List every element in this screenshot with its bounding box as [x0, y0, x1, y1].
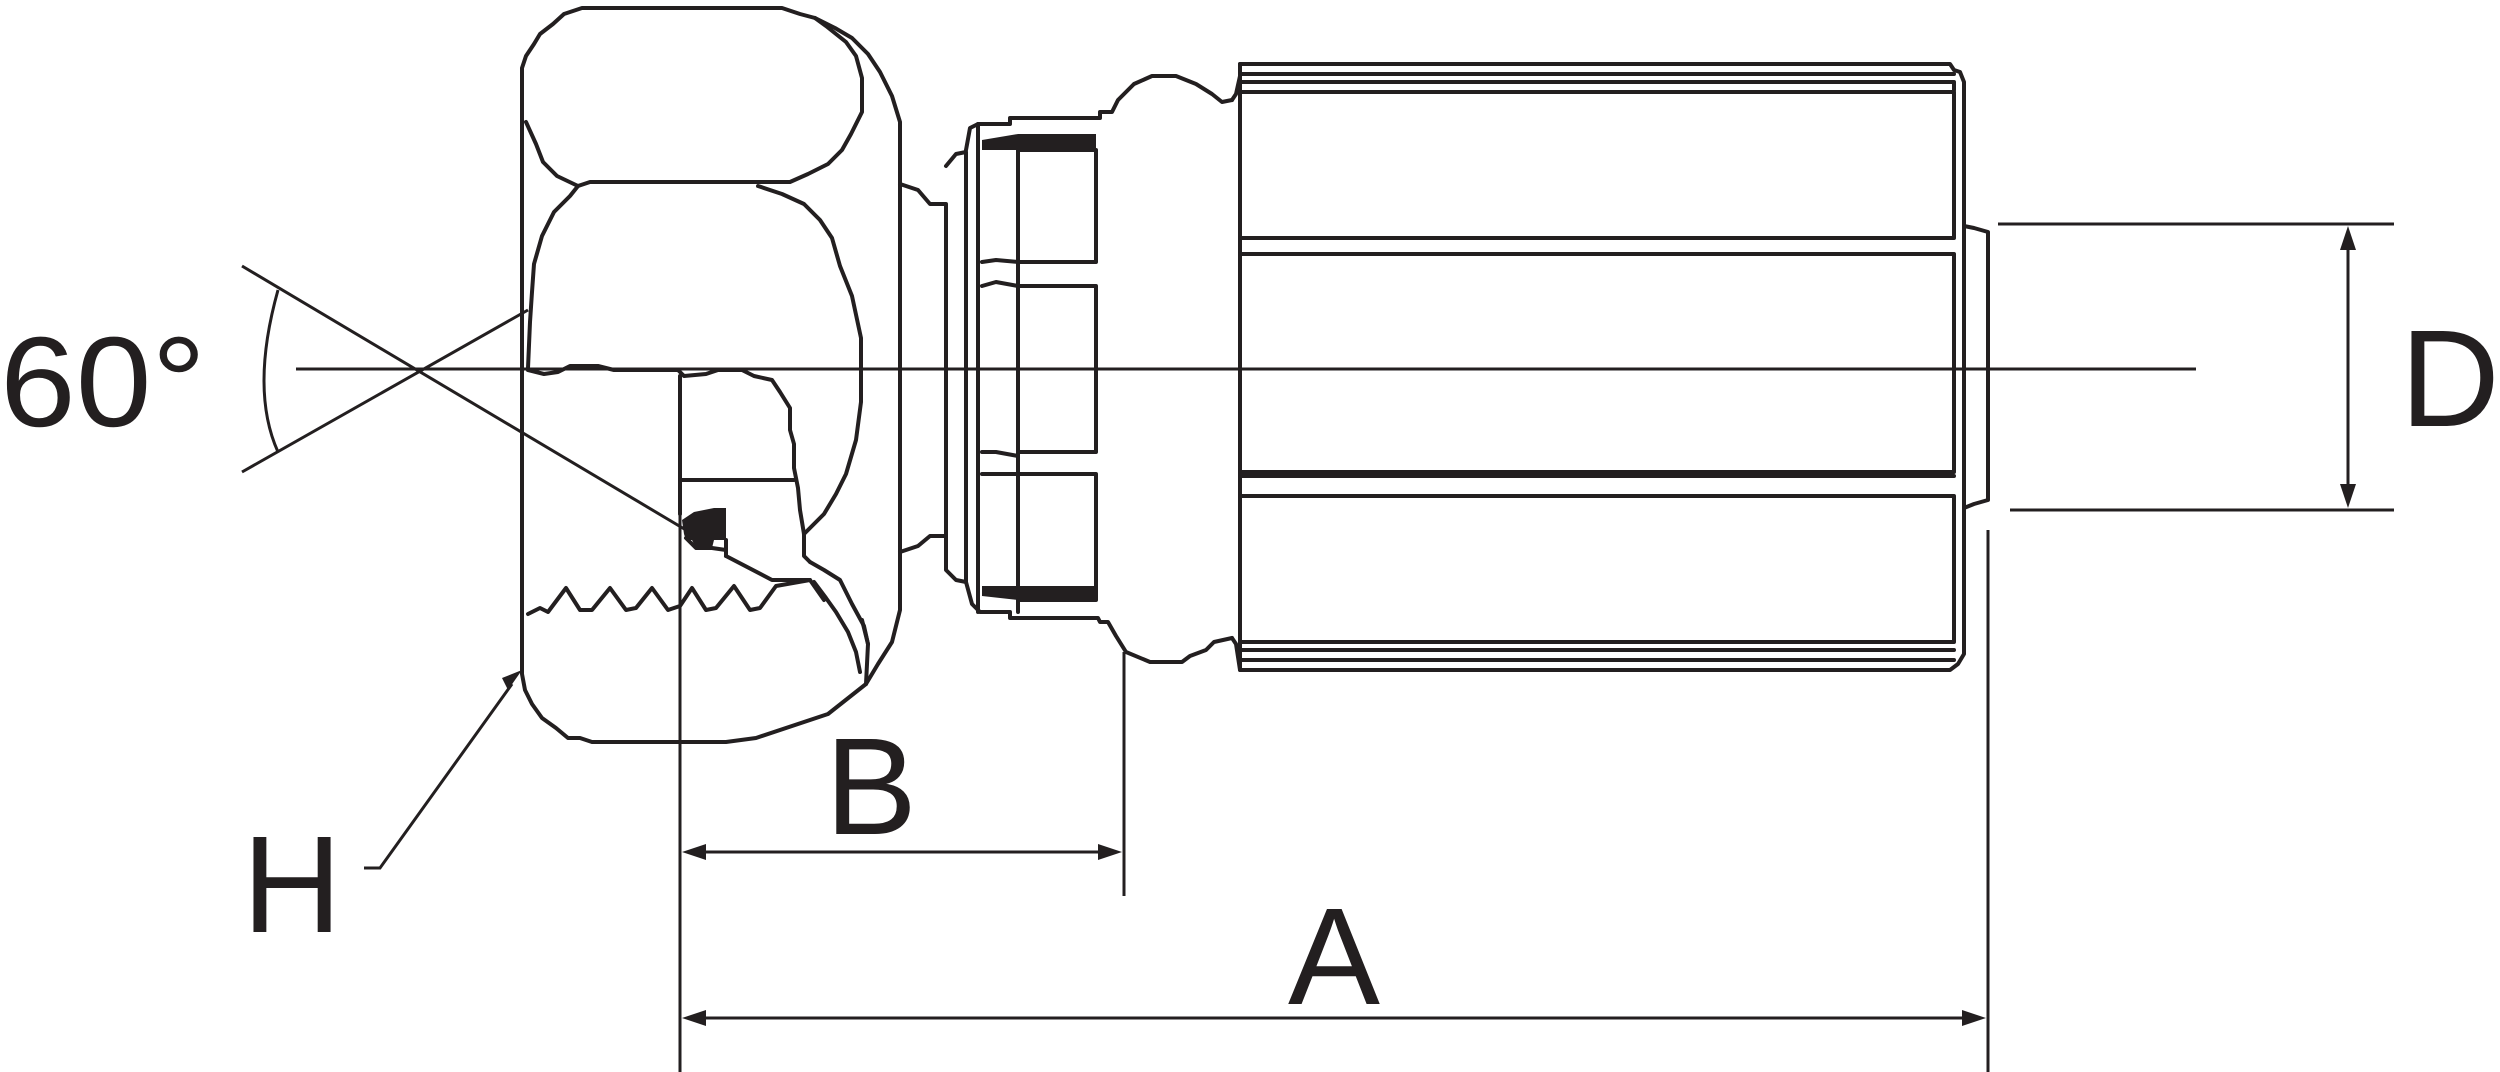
- thread-section: [526, 364, 826, 616]
- dimension-d-label: D: [2400, 302, 2500, 456]
- dimension-lines: [241, 222, 2394, 1072]
- crimp-sleeve: [1230, 62, 1990, 672]
- arrowhead: [682, 844, 706, 860]
- hex-nut: [520, 6, 902, 744]
- arrowhead: [2340, 226, 2356, 250]
- dimension-h-label: H: [242, 808, 342, 962]
- arrowhead: [682, 1010, 706, 1026]
- angle-label: 60°: [0, 311, 206, 454]
- dimension-b-label: B: [825, 710, 917, 864]
- dimension-a-label: A: [1288, 880, 1380, 1034]
- arrowhead: [1098, 844, 1122, 860]
- arrowhead: [502, 670, 522, 690]
- arrowhead: [1962, 1010, 1986, 1026]
- arrowhead: [2340, 484, 2356, 508]
